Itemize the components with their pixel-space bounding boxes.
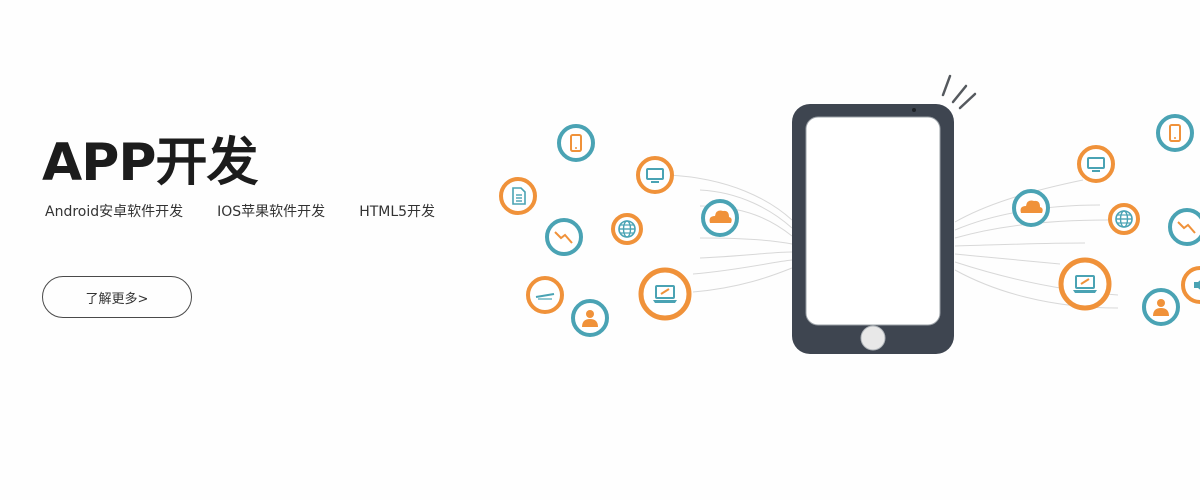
speaker-icon — [1181, 266, 1200, 304]
user-icon — [571, 299, 609, 337]
service-tag-android: Android安卓软件开发 — [45, 204, 184, 220]
signal-lines — [941, 74, 977, 110]
page-title: APP开发 — [42, 133, 258, 193]
laptop-icon — [638, 267, 692, 321]
monitor-icon — [1077, 145, 1115, 183]
cloud-icon — [701, 199, 739, 237]
trend-chart-icon — [545, 218, 583, 256]
service-tag-ios: IOS苹果软件开发 — [217, 204, 326, 220]
app-development-illustration — [499, 74, 1200, 354]
user-icon — [1142, 288, 1180, 326]
phone-icon — [1156, 114, 1194, 152]
smartphone — [792, 104, 954, 354]
phone-icon — [557, 124, 595, 162]
document-icon — [499, 177, 537, 215]
service-tags: Android安卓软件开发 IOS苹果软件开发 HTML5开发 — [45, 203, 435, 221]
globe-icon — [1108, 203, 1140, 235]
ruler-icon — [526, 276, 564, 314]
laptop-icon — [1058, 257, 1112, 311]
service-tag-html5: HTML5开发 — [359, 204, 436, 220]
cloud-icon — [1012, 189, 1050, 227]
learn-more-button[interactable]: 了解更多> — [42, 276, 192, 318]
trend-chart-icon — [1168, 208, 1200, 246]
monitor-icon — [636, 156, 674, 194]
globe-icon — [611, 213, 643, 245]
